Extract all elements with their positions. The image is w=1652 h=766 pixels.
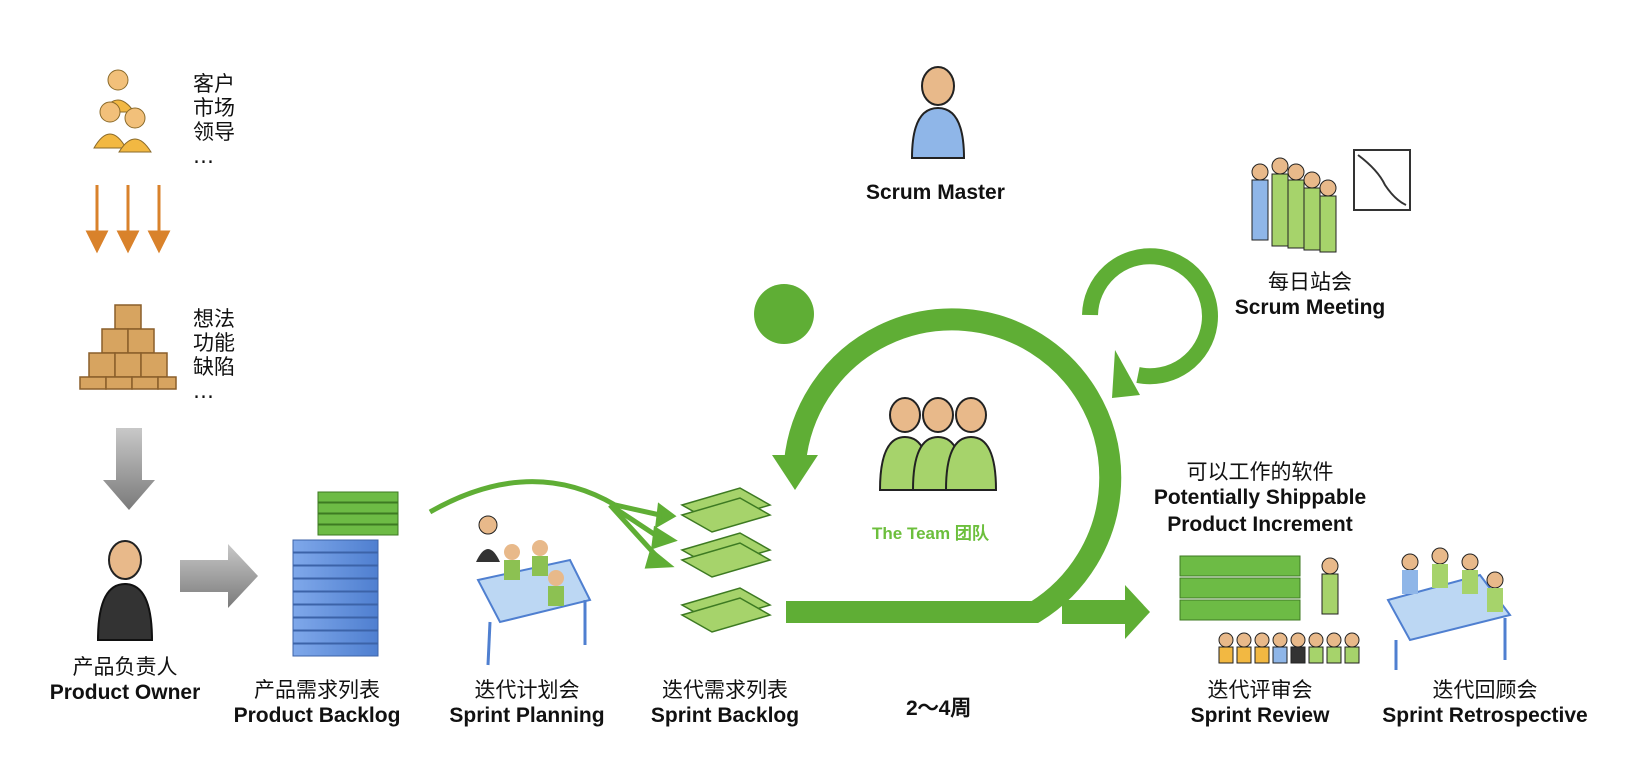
sprint-backlog-label: 迭代需求列表 Sprint Backlog [630,677,820,730]
sprint-planning-en: Sprint Planning [449,704,605,728]
sprint-review-en: Sprint Review [1190,704,1330,728]
orange-down-arrows-icon [85,185,171,254]
idea-features: 功能 [193,331,235,355]
stakeholder-more: … [193,144,214,168]
gray-down-arrow-icon [103,428,155,510]
sprint-review-label: 迭代评审会 Sprint Review [1170,677,1350,730]
product-backlog-en: Product Backlog [233,704,401,728]
scrum-master-label: Scrum Master [866,181,1005,204]
daily-loop-arrow-icon [1082,248,1218,398]
idea-thoughts: 想法 [193,307,235,331]
scrum-meeting-label: 每日站会 Scrum Meeting [1220,269,1400,322]
product-backlog-label: 产品需求列表 Product Backlog [222,677,412,730]
sprint-cycle-arrow-icon [754,284,1122,623]
sprint-retrospective-label: 迭代回顾会 Sprint Retrospective [1365,677,1605,730]
increment-en-line2: Product Increment [1167,512,1353,536]
sprint-review-zh: 迭代评审会 [1207,678,1313,702]
period-right-arrow-icon [1062,585,1150,639]
product-increment-icon [1179,555,1301,621]
product-owner-zh: 产品负责人 [72,655,178,679]
product-backlog-icon [292,491,399,657]
scrum-meeting-en: Scrum Meeting [1234,296,1386,320]
sprint-planning-label: 迭代计划会 Sprint Planning [432,677,622,730]
team-icon [878,397,998,491]
sprint-review-icon [1218,557,1360,664]
sprint-planning-zh: 迭代计划会 [474,678,580,702]
boxes-icon [79,304,177,390]
product-owner-label: 产品负责人 Product Owner [20,654,230,707]
sprint-backlog-zh: 迭代需求列表 [662,678,788,702]
sprint-retrospective-icon [1386,547,1512,670]
scrum-master-icon [910,66,966,159]
product-backlog-zh: 产品需求列表 [254,678,380,702]
scrum-meeting-icon [1251,157,1337,253]
stakeholders-icon [93,69,152,153]
planning-to-backlog-arrow-icon [428,479,678,569]
stakeholders-list: 客户 市场 领导 … [193,72,253,168]
ideas-list: 想法 功能 缺陷 … [193,307,253,403]
increment-en-line1: Potentially Shippable [1153,486,1367,510]
sprint-planning-icon [476,515,592,666]
sprint-retrospective-en: Sprint Retrospective [1382,704,1588,728]
gray-right-arrow-icon [180,544,258,608]
product-owner-icon [96,540,154,641]
stakeholder-leader: 领导 [193,120,235,144]
idea-more: … [193,379,214,403]
product-owner-en: Product Owner [49,681,201,705]
stakeholder-market: 市场 [193,96,235,120]
sprint-backlog-icon [680,487,772,633]
period-label: 2～4周 [906,697,972,720]
idea-defects: 缺陷 [193,355,235,379]
scrum-meeting-zh: 每日站会 [1268,270,1352,294]
team-label: The Team 团队 [872,524,989,543]
increment-zh: 可以工作的软件 [1186,460,1334,484]
sprint-retrospective-zh: 迭代回顾会 [1432,678,1538,702]
burndown-chart-icon [1353,149,1411,211]
stakeholder-customer: 客户 [193,72,235,96]
sprint-backlog-en: Sprint Backlog [650,704,800,728]
increment-label: 可以工作的软件 Potentially Shippable Product In… [1130,459,1390,538]
